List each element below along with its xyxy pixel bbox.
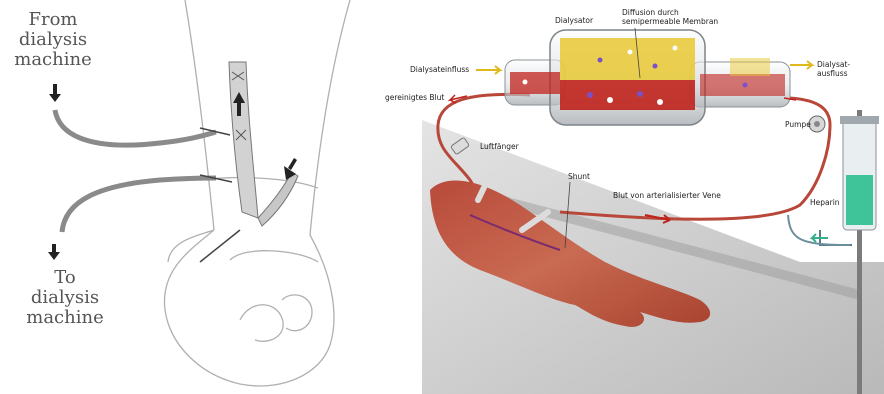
dialyzer <box>505 30 790 125</box>
air-trap-label: Luftfänger <box>480 142 519 151</box>
diffusion-label: Diffusion durch semipermeable Membran <box>622 8 718 26</box>
pump-icon <box>809 116 825 132</box>
pump-label: Pumpe <box>785 120 811 129</box>
tube-to-machine <box>62 178 216 232</box>
finger-outline <box>230 251 318 262</box>
from-machine-label: From dialysis machine <box>8 10 98 70</box>
to-machine-label: To dialysis machine <box>20 268 110 328</box>
outflow-label: Dialysat- ausfluss <box>817 60 850 78</box>
heparin-syringe <box>840 116 879 230</box>
shunt-label: Shunt <box>568 172 590 181</box>
down-arrow-icon <box>49 84 61 102</box>
tube-from-machine <box>55 110 216 145</box>
forearm-outline-right <box>310 0 350 235</box>
heparin-label: Heparin <box>810 198 840 207</box>
down-arrow-icon <box>48 244 60 260</box>
arterial-blood-label: Blut von arterialisierter Vene <box>613 191 721 200</box>
fistula-vessel <box>229 62 298 226</box>
finger-outline <box>240 305 283 342</box>
cleaned-blood-label: gereinigtes Blut <box>385 93 444 102</box>
inflow-label: Dialysateinfluss <box>410 65 469 74</box>
outflow-arrow-icon <box>790 61 812 69</box>
finger-outline <box>282 295 312 331</box>
inflow-arrow-icon <box>476 66 500 74</box>
hand-sketch <box>164 0 350 386</box>
forearm-outline <box>185 0 214 230</box>
dialysator-label: Dialysator <box>555 16 593 25</box>
palm-outline <box>164 230 333 386</box>
